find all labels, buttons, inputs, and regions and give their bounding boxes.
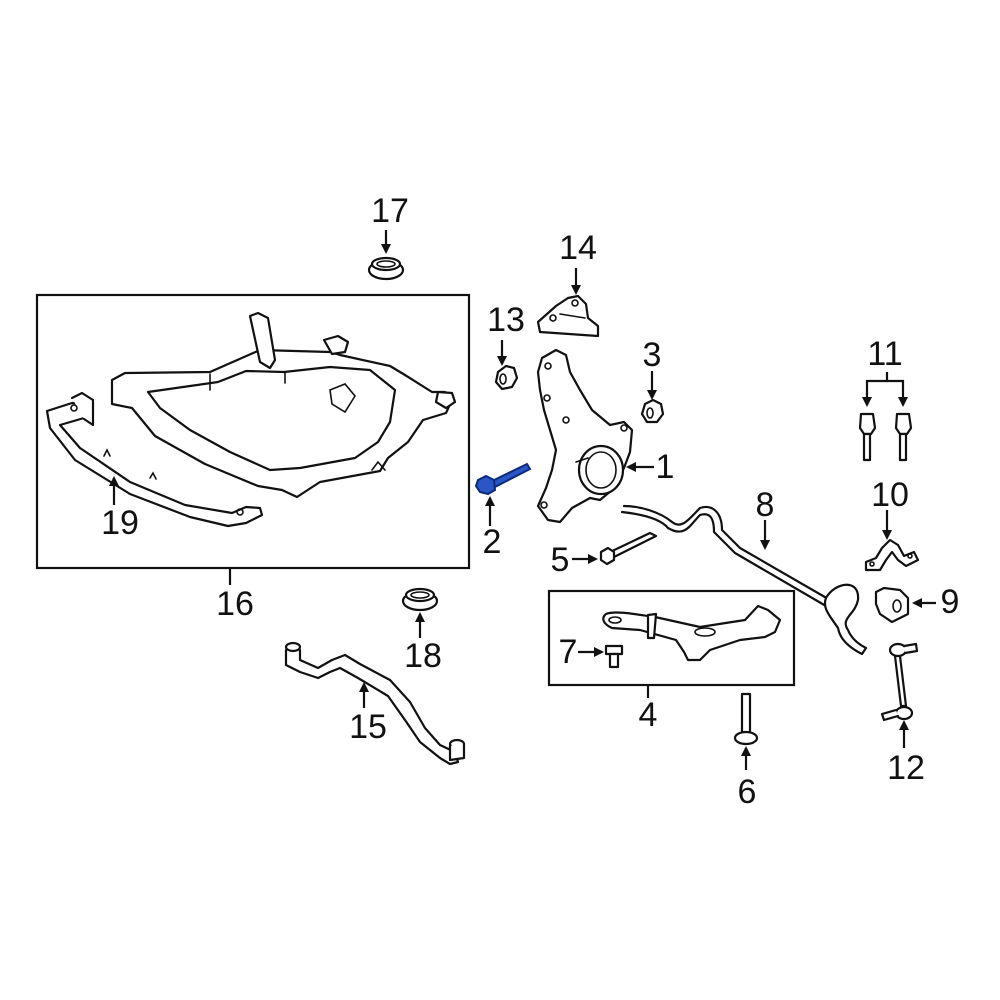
bolt-5-part[interactable] (599, 531, 658, 566)
bolt-6-part[interactable] (733, 692, 759, 746)
bushing-bracket-part[interactable] (864, 538, 920, 572)
subframe-group-box (35, 293, 471, 570)
callout-10[interactable]: 10 (871, 476, 909, 514)
callout-18[interactable]: 18 (404, 637, 442, 675)
callout-2[interactable]: 2 (482, 523, 502, 561)
brace-part[interactable] (284, 641, 466, 766)
callout-12[interactable]: 12 (887, 749, 925, 787)
callout-5[interactable]: 5 (550, 541, 570, 579)
upper-insulator-part[interactable] (367, 256, 405, 281)
callout-4[interactable]: 4 (638, 696, 658, 734)
callout-11[interactable]: 11 (867, 335, 903, 373)
lower-insulator-part[interactable] (401, 587, 439, 612)
callout-1[interactable]: 1 (655, 448, 675, 486)
knuckle-bolt-part-highlighted[interactable] (474, 462, 532, 496)
callout-14[interactable]: 14 (559, 229, 597, 267)
callout-16[interactable]: 16 (216, 585, 254, 623)
front-crossmember-part[interactable] (45, 391, 264, 528)
lower-control-arm-part[interactable] (602, 604, 782, 662)
callout-6[interactable]: 6 (737, 773, 757, 811)
stabilizer-bar-part[interactable] (620, 504, 868, 656)
subframe-part[interactable] (110, 311, 457, 499)
stabilizer-link-part[interactable] (880, 642, 919, 722)
callout-7[interactable]: 7 (558, 633, 578, 671)
callout-13[interactable]: 13 (487, 301, 525, 339)
callout-15[interactable]: 15 (349, 708, 387, 746)
nut-13-part[interactable] (494, 364, 519, 391)
callout-8[interactable]: 8 (755, 486, 775, 524)
callout-9[interactable]: 9 (940, 583, 960, 621)
bolt-7-part[interactable] (604, 644, 624, 669)
callout-17[interactable]: 17 (371, 192, 409, 230)
control-arm-group-box (547, 589, 796, 687)
mount-bracket-part[interactable] (536, 294, 600, 338)
steering-knuckle-part[interactable] (536, 348, 634, 524)
stabilizer-bushing-part[interactable] (874, 586, 910, 624)
bracket-bolts-part[interactable] (858, 412, 913, 462)
callout-19[interactable]: 19 (101, 504, 139, 542)
nut-3-part[interactable] (640, 398, 665, 424)
callout-3[interactable]: 3 (642, 336, 662, 374)
